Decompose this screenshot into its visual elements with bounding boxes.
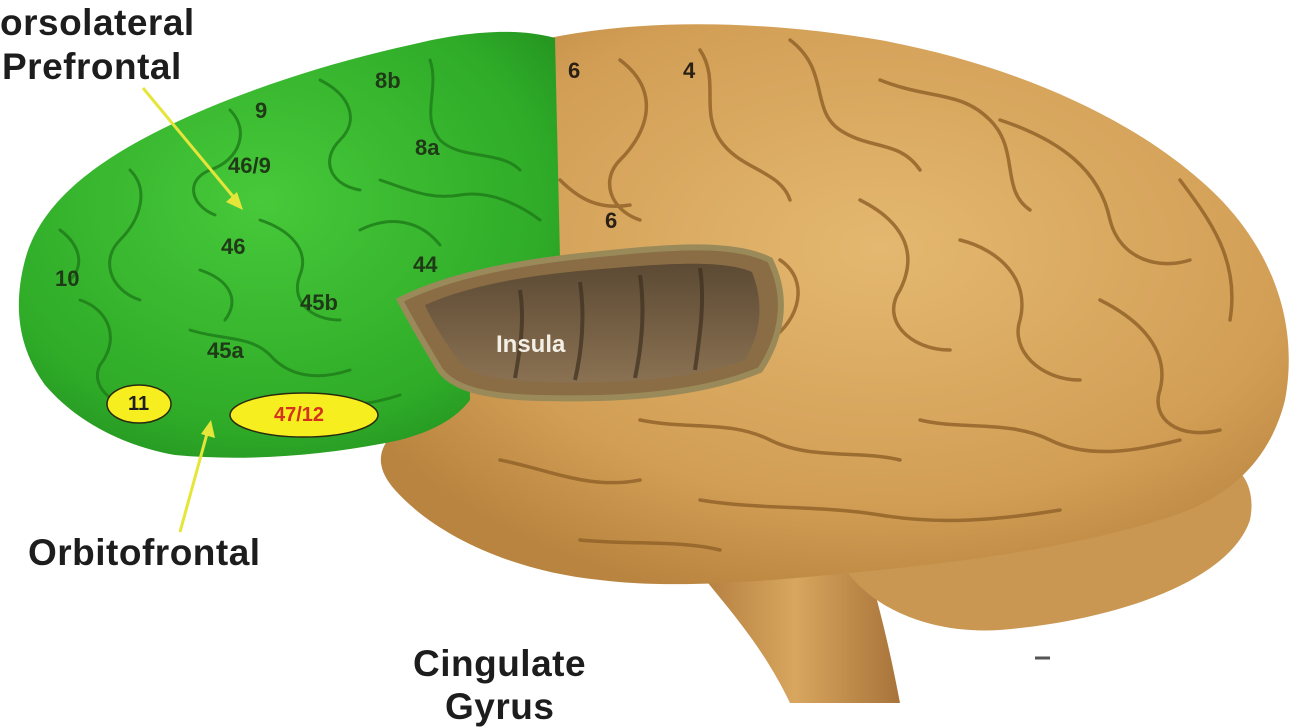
area-6-top-label: 6 bbox=[568, 60, 580, 82]
orbitofrontal-label: Orbitofrontal bbox=[28, 534, 261, 571]
cingulate-label-line1: Cingulate bbox=[413, 645, 586, 682]
area-6-mid-label: 6 bbox=[605, 210, 617, 232]
area-45a-label: 45a bbox=[207, 340, 244, 362]
area-45b-label: 45b bbox=[300, 292, 338, 314]
area-8a-label: 8a bbox=[415, 137, 439, 159]
area-10-label: 10 bbox=[55, 268, 79, 290]
area-46-label: 46 bbox=[221, 236, 245, 258]
dorsolateral-label-line1: orsolateral bbox=[0, 4, 195, 41]
area-47-12-label: 47/12 bbox=[274, 405, 324, 425]
area-9-label: 9 bbox=[255, 100, 267, 122]
area-11-label: 11 bbox=[128, 394, 149, 414]
brain-illustration bbox=[0, 0, 1297, 703]
area-8b-label: 8b bbox=[375, 70, 401, 92]
cingulate-label-line2: Gyrus bbox=[445, 688, 554, 725]
area-46-9-label: 46/9 bbox=[228, 155, 271, 177]
dorsolateral-label-line2: Prefrontal bbox=[2, 48, 182, 85]
area-44-label: 44 bbox=[413, 254, 437, 276]
area-4-label: 4 bbox=[683, 60, 695, 82]
insula-label: Insula bbox=[496, 333, 565, 357]
